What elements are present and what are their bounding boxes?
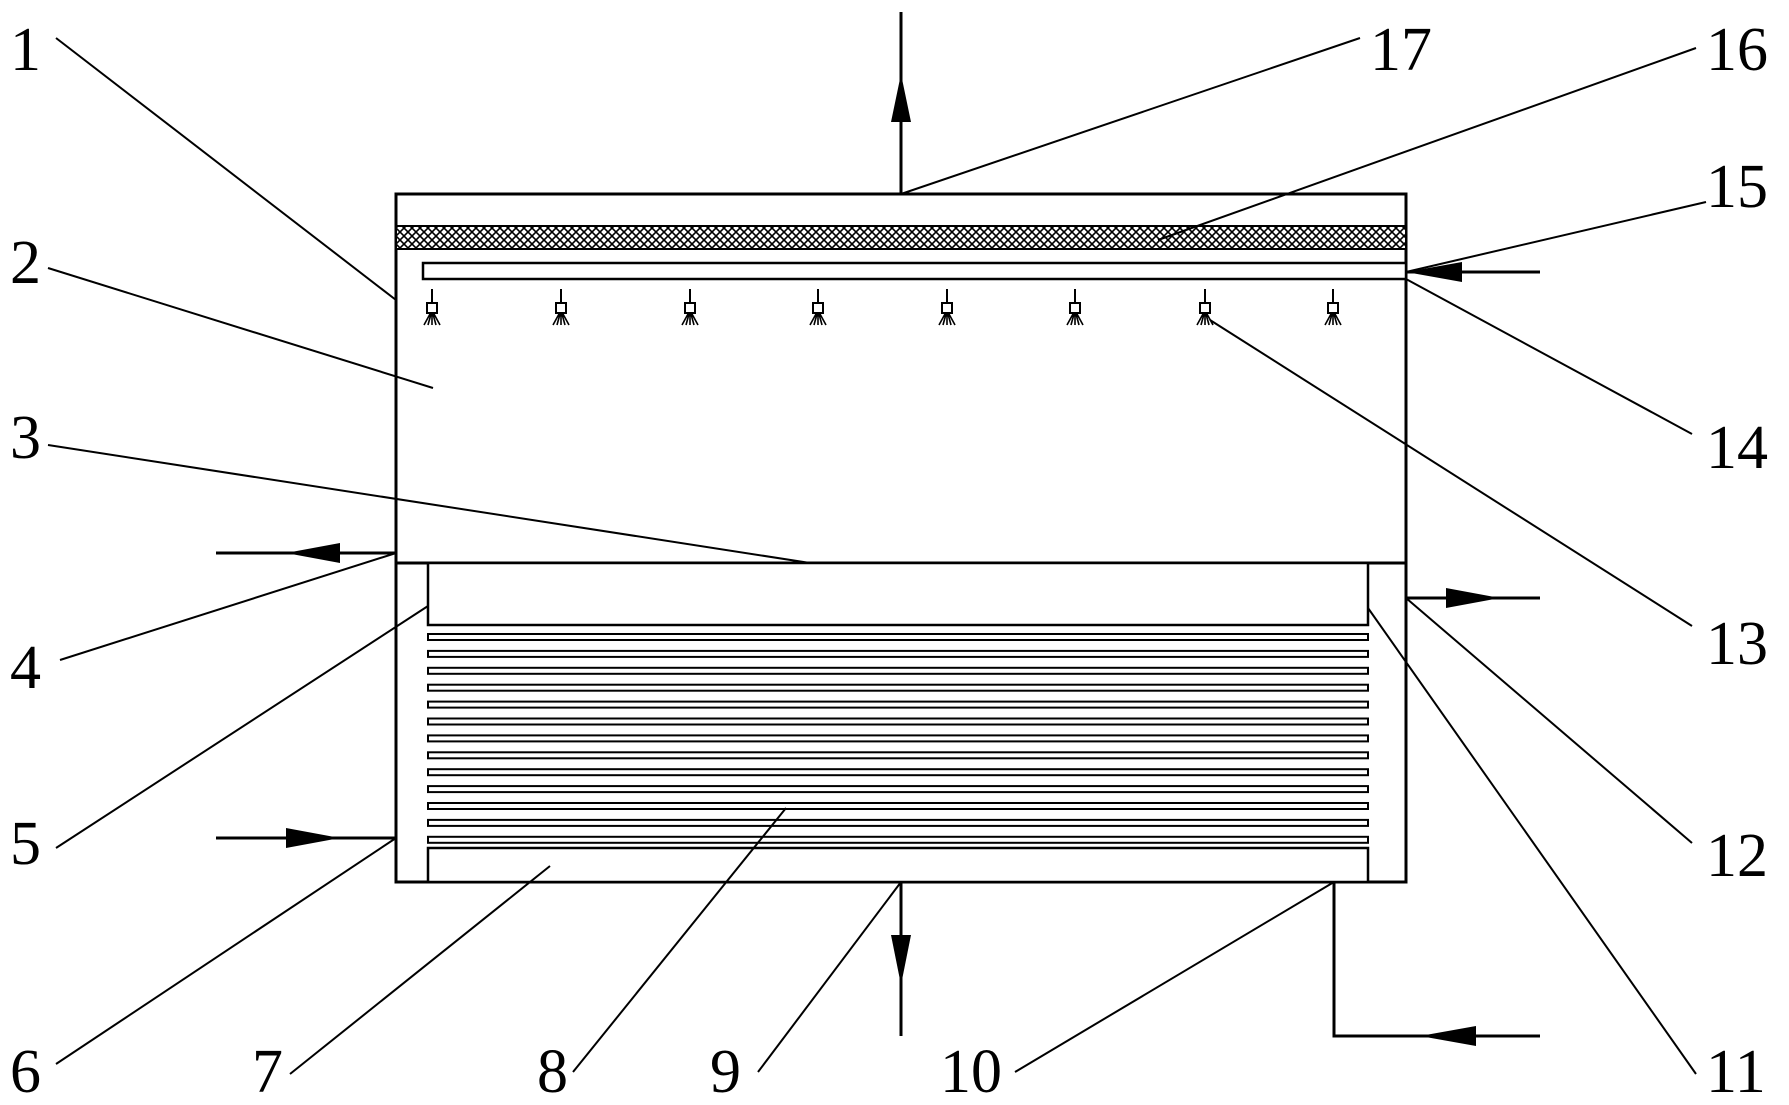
left-arrow-icon — [1420, 1026, 1476, 1046]
callout-14: 14 — [1706, 414, 1768, 482]
fluid-inlet-line — [1332, 882, 1540, 1038]
heat-exchange-tube — [427, 633, 1369, 641]
left-arrow-icon — [1406, 262, 1462, 282]
callout-8: 8 — [537, 1038, 568, 1105]
right-arrow-icon — [286, 828, 340, 848]
callout-13: 13 — [1706, 610, 1768, 678]
callout-15: 15 — [1706, 153, 1768, 221]
callout-16: 16 — [1706, 16, 1768, 84]
heat-exchange-tube — [427, 649, 1369, 658]
heat-exchange-tube — [427, 734, 1369, 743]
callout-10: 10 — [940, 1038, 1002, 1105]
lower-header — [426, 846, 1370, 884]
upper-header — [426, 561, 1370, 627]
callout-3: 3 — [10, 404, 41, 472]
callout-6: 6 — [10, 1038, 41, 1105]
callout-5: 5 — [10, 810, 41, 878]
up-arrow-icon — [891, 74, 911, 122]
callout-labels: 1 2 3 4 5 6 7 8 9 10 11 12 13 14 15 16 1… — [10, 16, 1768, 1105]
left-arrow-icon — [286, 543, 340, 563]
callout-9: 9 — [710, 1038, 741, 1105]
callout-4: 4 — [10, 634, 41, 702]
filter-mesh-layer — [395, 225, 1407, 250]
heat-exchange-section — [426, 561, 1370, 884]
heat-exchange-tube — [427, 751, 1369, 760]
callout-12: 12 — [1706, 822, 1768, 890]
housing-outline — [394, 192, 1408, 884]
heat-exchange-tube — [427, 700, 1369, 709]
heat-exchange-tube — [427, 835, 1369, 844]
heat-exchange-tube — [427, 768, 1369, 777]
heat-exchange-tube — [427, 666, 1369, 675]
callout-17: 17 — [1370, 16, 1432, 84]
housing — [394, 192, 1408, 884]
right-arrow-icon — [1446, 588, 1500, 608]
heat-exchange-tube — [427, 717, 1369, 726]
heat-exchange-tube — [427, 802, 1369, 810]
tube-bundle — [427, 633, 1369, 844]
leader-lines — [47, 37, 1707, 1075]
down-arrow-icon — [891, 935, 911, 985]
heat-exchange-tube — [427, 683, 1369, 692]
callout-7: 7 — [252, 1038, 283, 1105]
spray-pipe — [421, 261, 1408, 281]
callout-1: 1 — [10, 16, 41, 84]
callout-11: 11 — [1706, 1038, 1766, 1105]
heat-exchange-tube — [427, 785, 1369, 794]
heat-exchange-tube — [427, 818, 1369, 827]
callout-2: 2 — [10, 229, 41, 297]
flow-arrows — [216, 12, 1540, 1046]
